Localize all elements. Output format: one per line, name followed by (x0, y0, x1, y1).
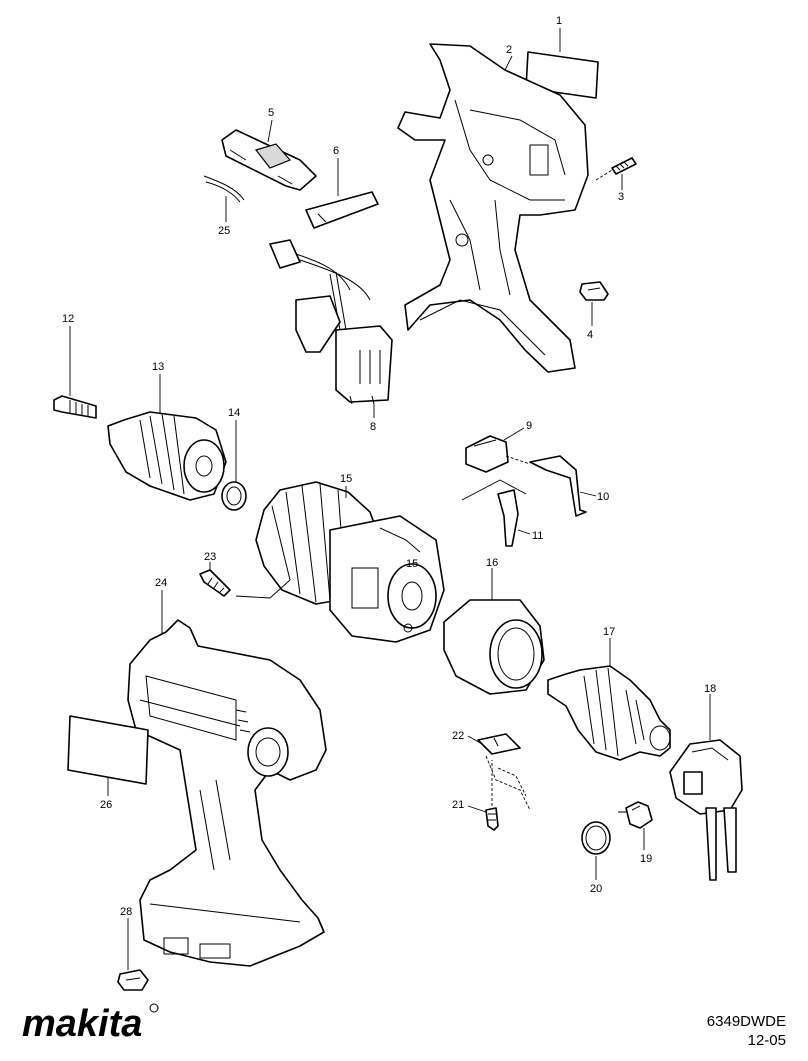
callout-19: 19 (640, 853, 652, 865)
revision-date: 12-05 (747, 1032, 786, 1049)
part-18-end-bracket: 18 (669, 683, 743, 881)
part-13-chuck: 13 (107, 361, 227, 501)
callout-5: 5 (268, 107, 274, 119)
callout-26: 26 (100, 799, 112, 811)
callout-23: 23 (204, 551, 216, 563)
part-15-gear-assembly: 15 15 (255, 473, 445, 643)
part-4-clip: 4 (579, 281, 609, 341)
callout-13: 13 (152, 361, 164, 373)
part-10-spring-plate: 10 (505, 455, 609, 517)
part-9-brush-holder: 9 (465, 420, 532, 473)
part-24-housing-left: 24 (127, 577, 327, 967)
part-23-screw: 23 (199, 551, 291, 599)
part-20-brush-cap: 20 (581, 821, 611, 895)
part-28-clip: 28 (117, 906, 149, 991)
callout-20: 20 (590, 883, 602, 895)
callout-12: 12 (62, 313, 74, 325)
callout-4: 4 (587, 329, 593, 341)
part-2-housing-right: 2 (397, 43, 589, 373)
part-17-armature: 17 (547, 626, 671, 761)
part-26-label: 26 (67, 715, 149, 811)
part-16-yoke: 16 (443, 557, 545, 695)
callout-1: 1 (556, 15, 562, 27)
callout-18: 18 (704, 683, 716, 695)
part-8-switch: 8 (269, 239, 393, 433)
callout-15b: 15 (406, 558, 418, 570)
part-21-screw: 21 (452, 760, 499, 831)
callout-15: 15 (340, 473, 352, 485)
part-25-spring: 25 (203, 175, 245, 237)
part-12-screw: 12 (53, 313, 97, 419)
part-19-carbon-brush: 19 (618, 801, 653, 865)
callout-3: 3 (618, 191, 624, 203)
callout-24: 24 (155, 577, 167, 589)
model-info: 6349DWDE 12-05 (707, 1012, 786, 1050)
callout-17: 17 (603, 626, 615, 638)
callout-11: 11 (532, 530, 543, 542)
callout-25: 25 (218, 225, 230, 237)
callout-6: 6 (333, 145, 339, 157)
part-22-plate: 22 (452, 730, 531, 811)
model-number: 6349DWDE (706, 1013, 786, 1030)
callout-8: 8 (370, 421, 376, 433)
part-1-label: 1 (525, 15, 599, 99)
part-11-terminal: 11 (461, 479, 543, 547)
callout-28: 28 (120, 906, 132, 918)
callout-10: 10 (597, 491, 609, 503)
part-6-lever: 6 (305, 145, 379, 229)
part-3-screw: 3 (595, 157, 637, 203)
brand-wordmark: makita (22, 1003, 142, 1045)
makita-logo: makita (18, 1000, 160, 1046)
callout-16: 16 (486, 557, 498, 569)
callout-2: 2 (506, 44, 512, 56)
part-5-switch-cover: 5 (221, 107, 317, 191)
part-14-washer: 14 (221, 407, 247, 511)
callout-14: 14 (228, 407, 240, 419)
callout-21: 21 (452, 799, 464, 811)
callout-22: 22 (452, 730, 464, 742)
callout-9: 9 (526, 420, 532, 432)
